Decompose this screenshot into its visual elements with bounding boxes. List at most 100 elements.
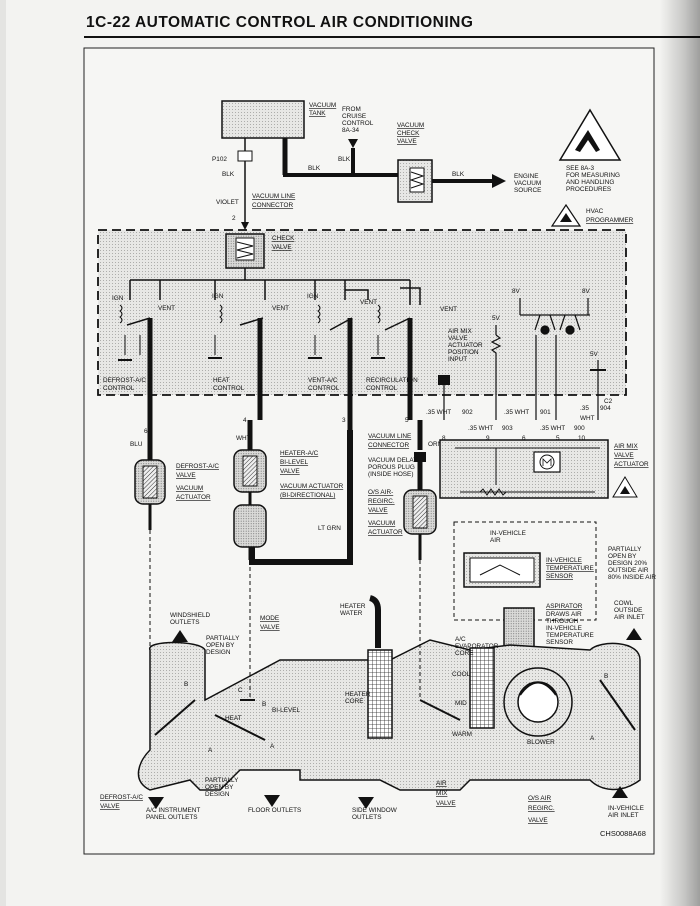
diagram-label: DEFROST-A/C	[100, 794, 143, 801]
diagram-label: CONNECTOR	[368, 442, 409, 449]
diagram-label: FROM	[342, 106, 361, 113]
diagram-label: VACUUM LINE	[368, 433, 411, 440]
connector-row: 6 4 3 5 .35 WHT 902 .35 WHT 901 .35 904 …	[144, 398, 613, 442]
diagram-label: VALVE	[272, 244, 292, 251]
diagram-label: AIR INLET	[608, 812, 639, 819]
hvac-programmer-box	[97, 229, 627, 396]
diagram-label: O/S AIR-	[368, 489, 393, 496]
diagram-label: SENSOR	[546, 639, 573, 646]
diagram-label: SEE 8A-3	[566, 165, 595, 172]
diagram-label: IGN	[307, 293, 319, 300]
diagram-label: 3	[342, 417, 346, 424]
diagram-label: 901	[540, 409, 551, 416]
diagram-label: LT GRN	[318, 525, 341, 532]
diagram-label: C	[238, 687, 243, 694]
diagram-label: C2	[604, 398, 613, 405]
diagram-label: RECIRCULATION	[366, 377, 418, 384]
page-heading: 1C-22 AUTOMATIC CONTROL AIR CONDITIONING	[86, 14, 474, 31]
heater-core	[367, 649, 393, 739]
diagram-label: AIR MIX	[448, 328, 473, 335]
diagram-label: EVAPORATOR	[455, 643, 499, 650]
diagram-label: AIR	[490, 537, 501, 544]
vent-ac-control: IGN VENT VENT-A/C CONTROL	[307, 293, 377, 430]
diagram-label: VALVE	[528, 817, 548, 824]
vacuum-tank	[221, 100, 305, 139]
diagram-label: 904	[600, 405, 611, 412]
diagram-label: CHECK	[272, 235, 295, 242]
diagram-label: VACUUM	[368, 520, 395, 527]
diagram-label: OUTSIDE	[614, 607, 642, 614]
diagram-label: MID	[455, 700, 467, 707]
diagram-label: AIR	[436, 780, 447, 787]
diagram-label: VALVE	[176, 472, 196, 479]
diagram-label: HEATER	[340, 603, 366, 610]
diagram-label: A	[590, 735, 595, 742]
diagram-label: AIR MIX	[614, 443, 639, 450]
diagram-label: B	[262, 701, 266, 708]
diagram-label: IGN	[112, 295, 124, 302]
cruise-check-arrow	[348, 139, 358, 148]
diagram-label: IN-VEHICLE	[490, 530, 526, 537]
diagram-label: PROGRAMMER	[586, 217, 634, 224]
diagram-label: VENT	[360, 299, 377, 306]
diagram-label: VACUUM	[514, 180, 541, 187]
diagram-label: PANEL OUTLETS	[146, 814, 198, 821]
diagram-label: SOURCE	[514, 187, 541, 194]
diagram-label: POSITION	[448, 349, 479, 356]
diagram-label: 903	[502, 425, 513, 432]
diagram-label: O/S AIR	[528, 795, 551, 802]
diagram-label: BI-LEVEL	[272, 707, 301, 714]
diagram-label: PARTIALLY	[205, 777, 239, 784]
diagram-label: OPEN BY	[205, 784, 234, 791]
diagram-label: MODE	[260, 615, 279, 622]
diagram-label: PARTIALLY	[206, 635, 240, 642]
vacuum-tank-group: VACUUM TANK FROM CRUISE CONTROL 8A-34 BL…	[212, 100, 541, 230]
diagram-label: OUTLETS	[352, 814, 381, 821]
heat-control: IGN VENT HEAT CONTROL	[208, 293, 289, 420]
diagram-label: TEMPERATURE	[546, 632, 594, 639]
diagram-label: VENT	[272, 305, 289, 312]
diagram-label: AIR INLET	[614, 614, 645, 621]
diagram-label: 8V	[512, 288, 521, 295]
diagram-label: BLU	[130, 441, 143, 448]
diagram-label: HEATER-A/C	[280, 450, 319, 457]
diagram-label: DESIGN	[205, 791, 230, 798]
diagram-label: WINDSHIELD	[170, 612, 211, 619]
diagram-label: 5	[405, 417, 409, 424]
diagram-label: CORE	[345, 698, 363, 705]
diagram-label: 9	[486, 435, 490, 442]
diagram-label: OPEN BY	[206, 642, 235, 649]
diagram-label: CRUISE	[342, 113, 366, 120]
diagram-label: 5	[556, 435, 560, 442]
right-partially-open-note: PARTIALLY OPEN BY DESIGN 20% OUTSIDE AIR…	[608, 546, 656, 640]
diagram-label: 8A-34	[342, 127, 359, 134]
diagram-label: WARM	[452, 731, 472, 738]
diagram-label: .35	[580, 405, 589, 412]
diagram-label: CONNECTOR	[252, 202, 293, 209]
diagram-label: VALVE	[100, 803, 120, 810]
diagram-label: HEAT	[213, 377, 230, 384]
diagram-label: CONTROL	[342, 120, 374, 127]
defrost-ac-valve-vacuum-actuator: BLU DEFROST-A/C VALVE VACUUM ACTUATOR	[130, 420, 219, 530]
diagram-label: CHECK	[397, 130, 420, 137]
diagram-label: VIOLET	[216, 199, 239, 206]
diagram-label: (INSIDE HOSE)	[368, 471, 413, 478]
diagram-label: BLK	[338, 156, 351, 163]
diagram-label: VACUUM	[397, 122, 424, 129]
air-mix-valve-actuator: IGN AIR MIX VALVE ACTUATOR	[439, 439, 649, 499]
defrost-ac-control: IGN VENT DEFROST-A/C CONTROL	[103, 295, 175, 420]
diagram-label: BLK	[308, 165, 321, 172]
diagram-label: REGIRC.	[368, 498, 395, 505]
diagram-label: WHT	[236, 435, 251, 442]
diagram-label: BLK	[452, 171, 465, 178]
diagram-label: ACTUATOR	[448, 342, 483, 349]
recirculation-control: VENT RECIRCULATION CONTROL	[366, 304, 457, 420]
diagram-label: MIX	[436, 790, 448, 797]
diagram-label: FOR MEASURING	[566, 172, 620, 179]
diagram-label: HVAC	[586, 208, 604, 215]
diagram-label: VACUUM LINE	[252, 193, 295, 200]
diagram-label: OPEN BY	[608, 553, 637, 560]
diagram-label: 5V	[590, 351, 599, 358]
diagram-label: COOL	[452, 671, 471, 678]
diagram-label: REGIRC.	[528, 805, 555, 812]
